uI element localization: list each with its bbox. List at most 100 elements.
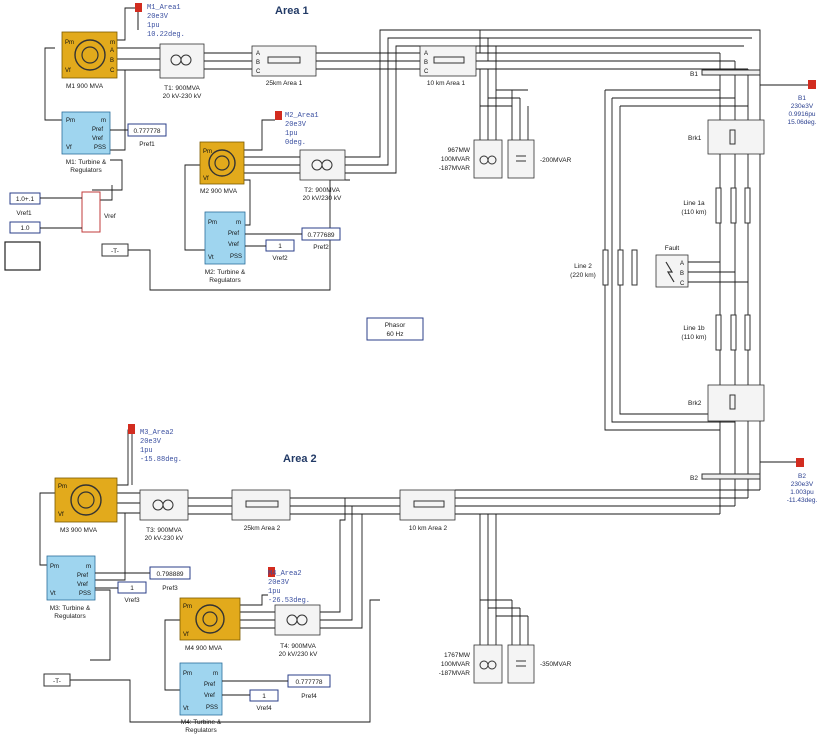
t1-label-2: 20 kV-230 kV [163, 93, 202, 100]
measurement-b1[interactable] [760, 80, 816, 89]
capacitor-area2[interactable] [507, 644, 535, 684]
line-10km-area1[interactable]: A B C [419, 45, 477, 77]
svg-text:m: m [213, 671, 218, 677]
goto-t-area1[interactable]: -T- [101, 243, 129, 257]
pref4-value: 0.777778 [295, 679, 322, 686]
b2-meas-name: B2 [798, 473, 806, 480]
svg-text:Vref: Vref [77, 582, 88, 588]
generator-m4-label: M4 900 MVA [185, 645, 223, 652]
goto-t-area2[interactable]: -T- [43, 673, 71, 687]
generator-m2[interactable]: Pm Vf [199, 141, 245, 185]
transformer-t2[interactable] [299, 149, 346, 181]
svg-text:Vt: Vt [183, 706, 189, 712]
svg-text:m: m [101, 118, 106, 124]
breaker-brk2[interactable] [707, 384, 765, 422]
m3-meas-voltage: 20e3V [140, 438, 162, 446]
powergui-block[interactable]: Phasor 60 Hz [366, 317, 424, 341]
svg-text:Pm: Pm [58, 484, 67, 490]
line-25km-area1-label: 25km Area 1 [266, 80, 303, 87]
line-25km-area1[interactable]: A B C [251, 45, 317, 77]
m4-meas-pu: 1pu [268, 588, 281, 596]
svg-text:Pref: Pref [92, 127, 103, 133]
svg-text:Pm: Pm [183, 604, 192, 610]
vref4-label: Vref4 [256, 705, 272, 712]
pref1-constant[interactable]: 0.777778 [127, 123, 167, 137]
transformer-t3[interactable] [139, 489, 189, 521]
line-1b[interactable] [715, 314, 751, 351]
turbine-regulator-m2[interactable]: Pm Vt m Pref Vref PSS [204, 211, 246, 265]
svg-text:A: A [424, 51, 428, 57]
b1-meas-angle: 15.06deg. [788, 119, 817, 126]
pref3-value: 0.798889 [156, 571, 183, 578]
fault-block[interactable]: A B C [655, 254, 689, 288]
vref1-constant[interactable]: 1.0 [9, 221, 41, 234]
svg-text:B: B [424, 60, 428, 66]
measurement-m3[interactable] [128, 424, 135, 485]
svg-text:B: B [680, 271, 684, 277]
transformer-t1[interactable] [159, 43, 205, 79]
pref2-constant[interactable]: 0.777689 [301, 227, 341, 241]
measurement-b2[interactable] [760, 458, 804, 467]
vref-switch-label: Vref [104, 213, 116, 220]
turbine-regulator-m4[interactable]: Pm Vt m Pref Vref PSS [179, 662, 223, 716]
line-1a[interactable] [715, 187, 751, 224]
svg-text:Pm: Pm [203, 149, 212, 155]
vref1-wires [40, 197, 82, 229]
scope-block[interactable] [4, 241, 41, 271]
cap2-label: -350MVAR [540, 661, 572, 668]
b1-meas-pu: 0.9916pu [788, 111, 815, 118]
capacitor-area1[interactable] [507, 139, 535, 179]
measurement-m2[interactable] [275, 111, 282, 120]
svg-text:Pm: Pm [50, 564, 59, 570]
pref4-constant[interactable]: 0.777778 [287, 674, 331, 688]
measurement-m1[interactable] [135, 3, 142, 30]
bus-b1[interactable] [701, 69, 761, 76]
turbine-regulator-m1[interactable]: Pm Vf m Pref Vref PSS [61, 111, 111, 155]
vref4-constant[interactable]: 1 [249, 689, 279, 702]
b2-meas-angle: -11.43deg. [787, 497, 818, 504]
generator-m3[interactable]: Pm Vf [54, 477, 118, 523]
goto-t-area2-label: -T- [53, 678, 61, 685]
line-10km-area2[interactable] [399, 489, 456, 521]
vref-switch[interactable] [81, 191, 101, 233]
vref3-value: 1 [130, 585, 134, 592]
vref3-constant[interactable]: 1 [117, 581, 147, 594]
breaker-brk1[interactable] [707, 119, 765, 155]
regulator-m2-label-2: Regulators [209, 277, 241, 284]
vref2-value: 1 [278, 243, 282, 250]
load-area1[interactable] [473, 139, 503, 179]
svg-text:PSS: PSS [79, 591, 91, 597]
bus-b2-label: B2 [690, 475, 698, 482]
transformer-t4[interactable] [274, 604, 321, 636]
svg-text:B: B [256, 60, 260, 66]
svg-text:Vf: Vf [66, 145, 72, 151]
svg-text:Vf: Vf [58, 512, 64, 518]
line-2[interactable] [602, 249, 638, 286]
m3-meas-pu: 1pu [140, 447, 153, 455]
line-25km-area2[interactable] [231, 489, 291, 521]
m4-meas-voltage: 20e3V [268, 579, 290, 587]
turbine-regulator-m3[interactable]: Pm Vt m Pref Vref PSS [46, 555, 96, 601]
load-area2[interactable] [473, 644, 503, 684]
m1-meas-pu: 1pu [147, 22, 160, 30]
vref1-step[interactable]: 1.0+.1 [9, 192, 41, 205]
line-2-length: (220 km) [570, 272, 596, 279]
line-1a-length: (110 km) [681, 209, 706, 216]
m2-meas-voltage: 20e3V [285, 121, 307, 129]
svg-text:A: A [680, 261, 684, 267]
pref3-constant[interactable]: 0.798889 [149, 566, 191, 580]
regulator-m3-label-2: Regulators [54, 613, 86, 620]
svg-text:m: m [110, 40, 115, 46]
line-2-label: Line 2 [574, 263, 592, 270]
svg-text:Vt: Vt [50, 591, 56, 597]
generator-m1[interactable]: Pm Vf m A B C [61, 31, 118, 79]
vref2-constant[interactable]: 1 [265, 239, 295, 252]
b1-meas-voltage: 230e3V [791, 103, 814, 110]
vref4-value: 1 [262, 693, 266, 700]
generator-m4[interactable]: Pm Vf [179, 597, 241, 641]
m1-meas-name: M1_Area1 [147, 4, 181, 12]
line-1b-length: (110 km) [681, 334, 706, 341]
measurement-m4[interactable] [268, 567, 275, 577]
bus-b2[interactable] [701, 473, 761, 480]
svg-text:Vf: Vf [65, 68, 71, 74]
